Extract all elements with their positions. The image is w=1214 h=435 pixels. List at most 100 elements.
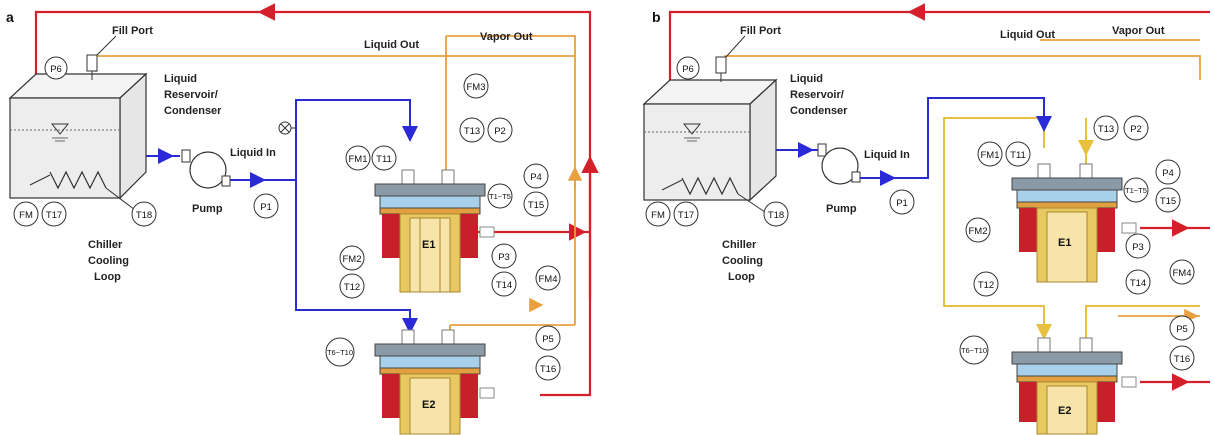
- fill-port: Fill Port: [86, 25, 153, 80]
- liquid-in-line: [118, 99, 418, 334]
- sensor-t15: T15: [523, 191, 549, 217]
- sensor-fm4-label: FM4: [1173, 268, 1192, 279]
- sensor-t11: T11: [371, 145, 397, 171]
- sensor-fm1-label: FM1: [349, 154, 368, 165]
- sensor-p2: P2: [487, 117, 513, 143]
- sensor-t6-t10-label: T6~T10: [327, 348, 353, 357]
- liquid-out-label: Liquid Out: [1000, 29, 1055, 41]
- sensor-p6-label: P6: [50, 64, 62, 75]
- panel-a: a: [6, 3, 599, 435]
- sensor-p6: P6: [44, 56, 68, 80]
- sensor-fm3: FM3: [463, 73, 489, 99]
- sensor-fm: FM: [645, 201, 671, 227]
- panel-letter: a: [6, 9, 14, 25]
- sensor-t18-label: T18: [136, 210, 152, 221]
- sensor-p1: P1: [889, 189, 915, 215]
- sensor-p4-label: P4: [530, 172, 542, 183]
- reservoir-label-line1: Liquid: [790, 73, 823, 85]
- sensor-t17-label: T17: [46, 210, 62, 221]
- sensor-t14: T14: [491, 271, 517, 297]
- sensor-t17: T17: [41, 201, 67, 227]
- sensor-t6-t10: T6~T10: [959, 335, 989, 365]
- sensor-p4-label: P4: [1162, 168, 1174, 179]
- pump-label: Pump: [826, 203, 857, 215]
- evaporator-e1: E1: [1011, 163, 1137, 283]
- sensor-t11: T11: [1005, 141, 1031, 167]
- sensor-fm2-label: FM2: [969, 226, 988, 237]
- fill-port-label: Fill Port: [112, 25, 153, 37]
- sensor-p2-label: P2: [494, 126, 506, 137]
- sensor-t18: T18: [131, 201, 157, 227]
- chiller-label-line3: Loop: [728, 271, 755, 283]
- e2-label: E2: [422, 399, 435, 411]
- liquid-reservoir: [642, 78, 778, 215]
- vapor-line: [668, 3, 1210, 391]
- sensor-fm3-label: FM3: [467, 82, 486, 93]
- sensor-t18: T18: [763, 201, 789, 227]
- valve-icon: [278, 121, 296, 135]
- sensor-fm4-label: FM4: [539, 274, 558, 285]
- sensor-p6: P6: [676, 56, 700, 80]
- liquid-in-label: Liquid In: [230, 147, 276, 159]
- sensor-t18-label: T18: [768, 210, 784, 221]
- sensor-p1-label: P1: [260, 202, 272, 213]
- sensor-p2-label: P2: [1130, 124, 1142, 135]
- evaporator-e2: E2: [374, 329, 495, 435]
- fill-port: Fill Port: [715, 25, 781, 82]
- sensor-fm1: FM1: [345, 145, 371, 171]
- sensor-t16: T16: [1169, 345, 1195, 371]
- sensor-p3: P3: [491, 243, 517, 269]
- sensor-fm: FM: [13, 201, 39, 227]
- sensor-t16-label: T16: [1174, 354, 1190, 365]
- reservoir-label-line3: Condenser: [790, 105, 848, 117]
- sensor-t14-label: T14: [496, 280, 512, 291]
- sensor-t17: T17: [673, 201, 699, 227]
- sensor-fm-label: FM: [19, 210, 33, 221]
- sensor-t12-label: T12: [978, 280, 994, 291]
- sensor-t14-label: T14: [1130, 278, 1146, 289]
- sensor-p2: P2: [1123, 115, 1149, 141]
- reservoir-label-line1: Liquid: [164, 73, 197, 85]
- pump-icon: [817, 143, 861, 185]
- sensor-fm-label: FM: [651, 210, 665, 221]
- sensor-t16-label: T16: [540, 364, 556, 375]
- sensor-t17-label: T17: [678, 210, 694, 221]
- sensor-fm2: FM2: [339, 245, 365, 271]
- liquid-reservoir: [8, 72, 148, 211]
- sensor-p3-label: P3: [498, 252, 510, 263]
- sensor-p5: P5: [535, 325, 561, 351]
- sensor-p5: P5: [1169, 315, 1195, 341]
- sensor-p4: P4: [1155, 159, 1181, 185]
- sensor-p3: P3: [1125, 233, 1151, 259]
- chiller-label-line2: Cooling: [88, 255, 129, 267]
- reservoir-label-line3: Condenser: [164, 105, 222, 117]
- sensor-fm2: FM2: [965, 217, 991, 243]
- reservoir-label-line2: Reservoir/: [790, 89, 844, 101]
- sensor-t12-label: T12: [344, 282, 360, 293]
- evaporator-e2: E2: [1011, 337, 1137, 435]
- liquid-out-label: Liquid Out: [364, 39, 419, 51]
- sensor-p3-label: P3: [1132, 242, 1144, 253]
- sensor-fm1: FM1: [977, 141, 1003, 167]
- sensor-t6-t10-label: T6~T10: [961, 346, 987, 355]
- sensor-t6-t10: T6~T10: [325, 337, 355, 367]
- reservoir-label-line2: Reservoir/: [164, 89, 218, 101]
- sensor-t1-t5: T1~T5: [1123, 177, 1149, 203]
- chiller-label-line1: Chiller: [88, 239, 123, 251]
- sensor-t11-label: T11: [1010, 150, 1026, 161]
- sensor-t12: T12: [973, 271, 999, 297]
- sensor-t15-label: T15: [1160, 196, 1176, 207]
- sensor-fm4: FM4: [1169, 259, 1195, 285]
- evaporator-e1: E1: [374, 169, 495, 293]
- vapor-out-label: Vapor Out: [1112, 25, 1165, 37]
- e2-label: E2: [1058, 405, 1071, 417]
- sensor-t13: T13: [1093, 115, 1119, 141]
- sensor-t13-label: T13: [464, 126, 480, 137]
- sensor-t1-t5: T1~T5: [487, 183, 513, 209]
- panel-letter: b: [652, 9, 661, 25]
- sensor-p5-label: P5: [542, 334, 554, 345]
- sensor-t13-label: T13: [1098, 124, 1114, 135]
- sensor-p4: P4: [523, 163, 549, 189]
- sensor-t1-t5-label: T1~T5: [489, 192, 511, 201]
